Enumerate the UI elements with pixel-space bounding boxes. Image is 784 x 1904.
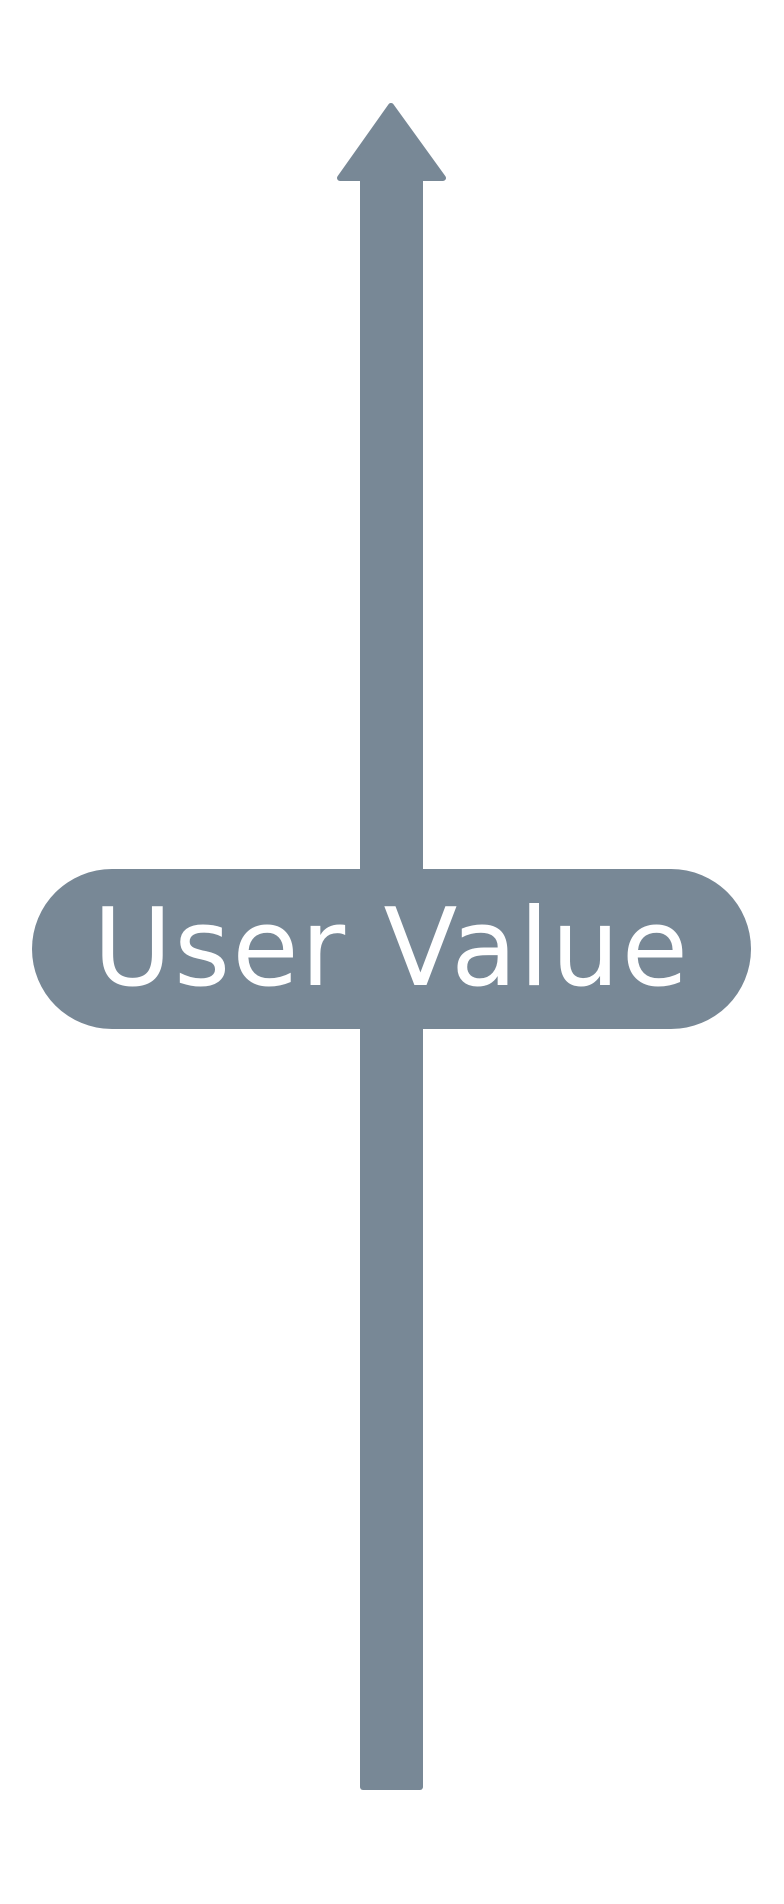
user-value-label: User Value: [32, 869, 751, 1029]
arrow-head: [337, 103, 446, 181]
user-value-label-text: User Value: [92, 886, 691, 1011]
